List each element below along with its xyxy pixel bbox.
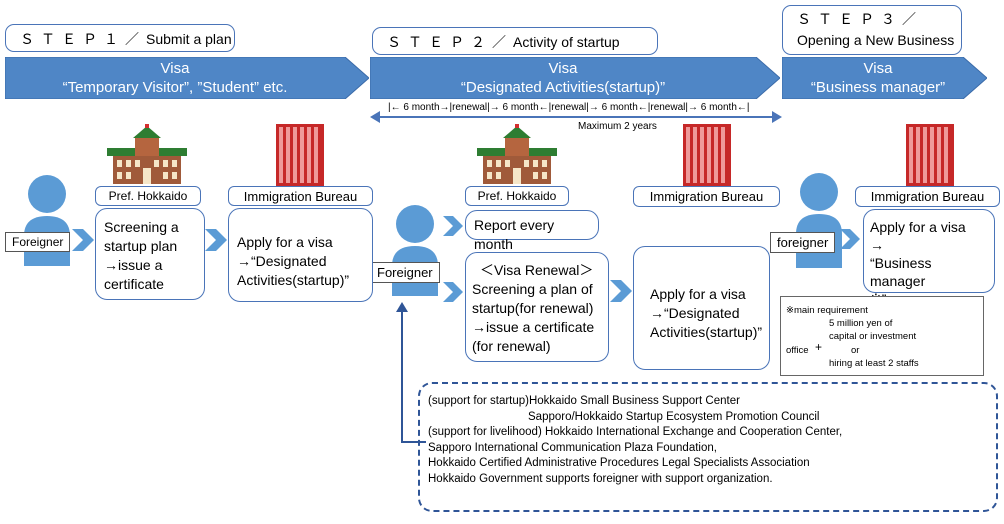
visa-band-3: Visa “Business manager” — [782, 57, 987, 99]
apply3-line-2: → — [870, 237, 884, 253]
immigration-bureau-building-icon-2 — [683, 124, 731, 186]
support-line-4: Sapporo International Communication Plaz… — [428, 441, 717, 454]
chevron-right-icon-2 — [205, 229, 227, 251]
report-text: Report every month — [474, 217, 555, 252]
apply3-line-3: “Business manager — [870, 255, 932, 289]
immigration-bureau-label-1: Immigration Bureau — [228, 186, 373, 206]
person-icon-1 — [24, 175, 70, 266]
apply1-line-2: →“Designated — [237, 253, 327, 269]
step2-number: ＳＴＥＰ２／ — [387, 35, 513, 51]
person-label-1: Foreigner — [5, 232, 71, 252]
step1-number: ＳＴＥＰ１／ — [20, 32, 146, 48]
requirement-line-3: hiring at least 2 staffs — [829, 358, 919, 369]
apply1-line-3: Activities(startup)” — [237, 272, 350, 288]
screening-line-2: startup plan — [104, 238, 178, 254]
chevron-right-icon-5 — [610, 280, 632, 302]
timeline-max: Maximum 2 years — [578, 121, 657, 132]
step3-header: ＳＴＥＰ３／ Opening a New Business — [782, 5, 962, 55]
requirement-line-2: capital or investment — [829, 331, 917, 342]
renewal-line-3: startup(for renewal) — [472, 300, 594, 316]
step3-title: Opening a New Business — [797, 32, 955, 48]
person-icon-3 — [796, 173, 842, 268]
report-every-month-box: Report every month — [465, 210, 599, 252]
pref-hokkaido-label-1: Pref. Hokkaido — [95, 186, 201, 206]
visa-band-3-type: “Business manager” — [810, 79, 946, 96]
visa-band-1-type: “Temporary Visitor”, ”Student” etc. — [62, 79, 288, 96]
step2-header: ＳＴＥＰ２／Activity of startup — [372, 27, 658, 55]
step3-number: ＳＴＥＰ３／ — [797, 12, 923, 28]
apply2-line-1: Apply for a visa — [650, 286, 746, 302]
visa-band-1: Visa “Temporary Visitor”, ”Student” etc. — [5, 57, 369, 99]
renewal-line-4: →issue a certificate — [472, 319, 595, 335]
person-label-3: foreigner — [770, 232, 836, 253]
screening-line-1: Screening a — [104, 219, 179, 235]
renewal-line-5: (for renewal) — [472, 338, 551, 354]
chevron-right-icon-4 — [443, 282, 463, 302]
visa-band-2-title: Visa — [548, 60, 578, 77]
apply3-line-1: Apply for a visa — [870, 219, 966, 235]
visa-band-3-title: Visa — [863, 60, 893, 77]
apply2-line-2: →“Designated — [650, 305, 740, 321]
visa-band-2-type: “Designated Activities(startup)” — [460, 79, 666, 96]
step1-title: Submit a plan — [146, 31, 232, 47]
screening-line-4: certificate — [104, 276, 164, 292]
screening-plan-box: Screening a startup plan →issue a certif… — [95, 208, 205, 300]
support-arrow — [396, 302, 426, 443]
visa-renewal-box: ＜Visa Renewal＞ Screening a plan of start… — [465, 252, 609, 362]
renewal-line-1: ＜Visa Renewal＞ — [480, 262, 594, 278]
visa-band-2: Visa “Designated Activities(startup)” — [370, 57, 780, 99]
person-label-2: Foreigner — [370, 262, 440, 283]
support-line-6: Hokkaido Government supports foreigner w… — [428, 472, 773, 485]
chevron-right-icon-1 — [72, 229, 94, 251]
timeline-arrow — [370, 111, 782, 123]
requirement-or: or — [851, 345, 860, 356]
main-requirement-box: ※main requirement 5 million yen of capit… — [780, 296, 984, 376]
chevron-right-icon-6 — [840, 229, 860, 249]
apply-visa-box-2: Apply for a visa →“Designated Activities… — [633, 246, 770, 370]
prefectural-office-building-icon-2 — [477, 124, 557, 184]
immigration-bureau-building-icon-3 — [906, 124, 954, 186]
chevron-right-icon-3 — [443, 216, 463, 236]
step1-header: ＳＴＥＰ１／Submit a plan — [5, 24, 235, 52]
apply-visa-box-3: Apply for a visa → “Business manager ※” — [863, 209, 995, 307]
apply2-line-3: Activities(startup)” — [650, 324, 763, 340]
requirement-title: ※main requirement — [786, 305, 868, 316]
support-line-1: (support for startup)Hokkaido Small Busi… — [428, 395, 740, 407]
immigration-bureau-label-2: Immigration Bureau — [633, 186, 780, 207]
renewal-line-2: Screening a plan of — [472, 281, 593, 297]
prefectural-office-building-icon — [107, 124, 187, 184]
support-line-5: Hokkaido Certified Administrative Proced… — [428, 457, 810, 469]
requirement-office: office — [786, 345, 809, 356]
timeline-text: |← 6 month→|renewal|→ 6 month←|renewal|→… — [388, 102, 750, 113]
immigration-bureau-building-icon — [276, 124, 324, 186]
pref-hokkaido-label-2: Pref. Hokkaido — [465, 186, 569, 206]
visa-band-1-title: Visa — [160, 60, 190, 77]
step2-title: Activity of startup — [513, 34, 620, 50]
support-organizations-box: (support for startup)Hokkaido Small Busi… — [418, 382, 998, 512]
support-line-2: Sapporo/Hokkaido Startup Ecosystem Promo… — [528, 410, 820, 423]
requirement-plus: + — [815, 340, 823, 354]
support-line-3: (support for livelihood) Hokkaido Intern… — [428, 426, 843, 438]
screening-line-3: →issue a — [104, 257, 163, 273]
requirement-line-1: 5 million yen of — [829, 318, 893, 329]
apply1-line-1: Apply for a visa — [237, 234, 333, 250]
immigration-bureau-label-3: Immigration Bureau — [855, 186, 1000, 207]
apply-visa-box-1: Apply for a visa →“Designated Activities… — [228, 208, 373, 302]
